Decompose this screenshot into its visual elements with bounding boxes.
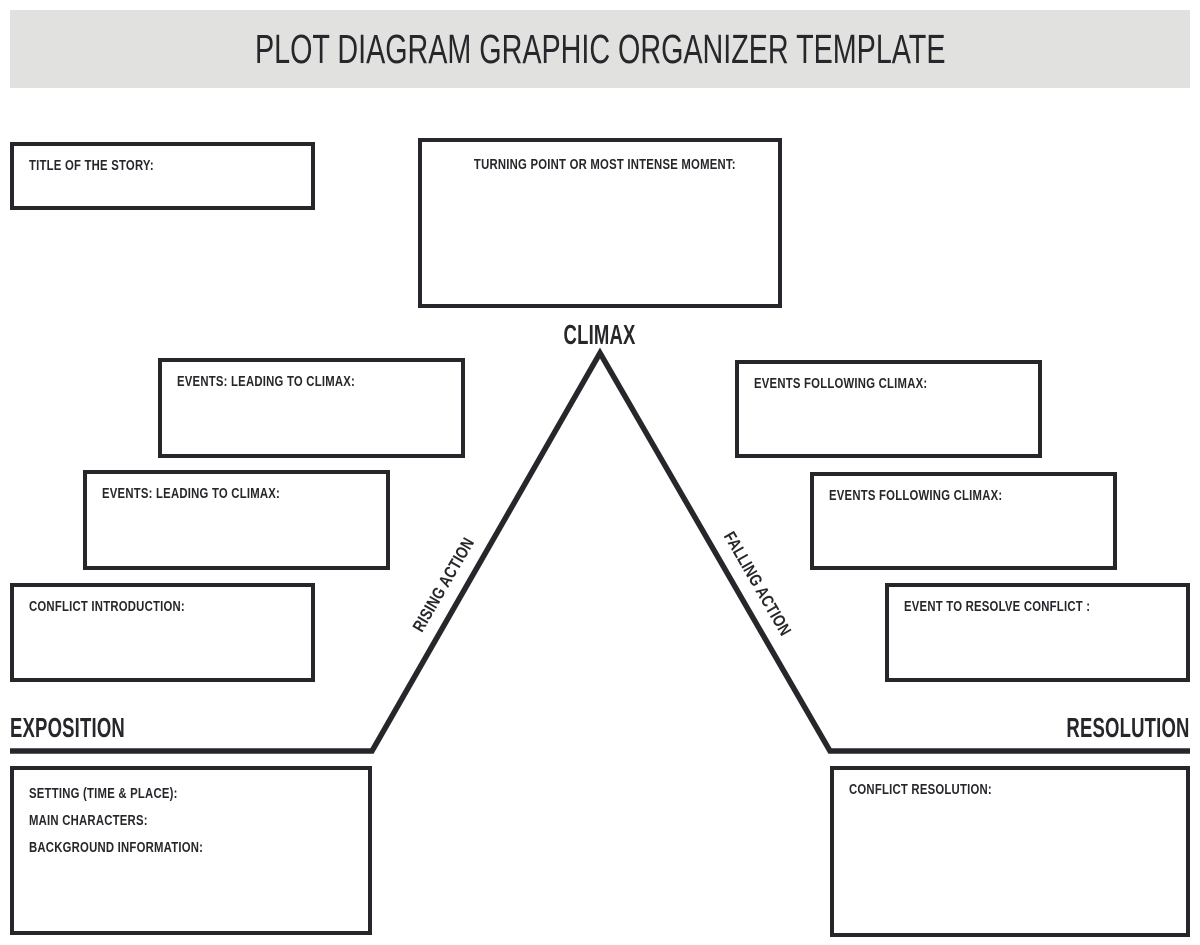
rising-event-2-label: EVENTS: LEADING TO CLIMAX: <box>102 486 281 502</box>
falling-event-2-box: EVENTS FOLLOWING CLIMAX: <box>810 472 1117 570</box>
turning-point-box: TURNING POINT OR MOST INTENSE MOMENT: <box>418 138 782 308</box>
exposition-label-wrap: EXPOSITION <box>10 714 184 742</box>
header-banner: PLOT DIAGRAM GRAPHIC ORGANIZER TEMPLATE <box>10 10 1190 88</box>
page-title: PLOT DIAGRAM GRAPHIC ORGANIZER TEMPLATE <box>254 25 946 72</box>
rising-action-label: RISING ACTION <box>408 534 479 636</box>
falling-event-1-label: EVENTS FOLLOWING CLIMAX: <box>754 376 928 392</box>
exposition-label: EXPOSITION <box>10 712 125 743</box>
event-to-resolve-conflict-box: EVENT TO RESOLVE CONFLICT : <box>885 583 1190 682</box>
falling-action-label: FALLING ACTION <box>719 528 795 640</box>
resolution-label: RESOLUTION <box>1066 712 1190 743</box>
conflict-introduction-box: CONFLICT INTRODUCTION: <box>10 583 315 682</box>
background-info-line: BACKGROUND INFORMATION: <box>29 835 353 862</box>
conflict-resolution-box: CONFLICT RESOLUTION: <box>830 766 1190 937</box>
setting-label: SETTING (TIME & PLACE): <box>29 786 178 802</box>
rising-event-1-box: EVENTS: LEADING TO CLIMAX: <box>158 358 465 458</box>
main-characters-label: MAIN CHARACTERS: <box>29 813 148 829</box>
climax-label-wrap: CLIMAX <box>500 321 700 349</box>
title-of-story-label: TITLE OF THE STORY: <box>29 158 154 174</box>
exposition-details-box: SETTING (TIME & PLACE): MAIN CHARACTERS:… <box>10 766 372 935</box>
falling-event-1-box: EVENTS FOLLOWING CLIMAX: <box>735 360 1042 458</box>
turning-point-label: TURNING POINT OR MOST INTENSE MOMENT: <box>473 157 736 173</box>
rising-event-1-label: EVENTS: LEADING TO CLIMAX: <box>177 374 356 390</box>
title-of-story-box: TITLE OF THE STORY: <box>10 142 315 210</box>
background-info-label: BACKGROUND INFORMATION: <box>29 840 204 856</box>
event-to-resolve-conflict-label: EVENT TO RESOLVE CONFLICT : <box>904 599 1091 615</box>
rising-event-2-box: EVENTS: LEADING TO CLIMAX: <box>83 470 390 570</box>
climax-label: CLIMAX <box>563 319 637 350</box>
falling-event-2-label: EVENTS FOLLOWING CLIMAX: <box>829 488 1003 504</box>
conflict-resolution-label: CONFLICT RESOLUTION: <box>849 782 992 798</box>
conflict-introduction-label: CONFLICT INTRODUCTION: <box>29 599 185 615</box>
setting-line: SETTING (TIME & PLACE): <box>29 781 353 808</box>
main-characters-line: MAIN CHARACTERS: <box>29 808 353 835</box>
resolution-label-wrap: RESOLUTION <box>1003 714 1190 742</box>
